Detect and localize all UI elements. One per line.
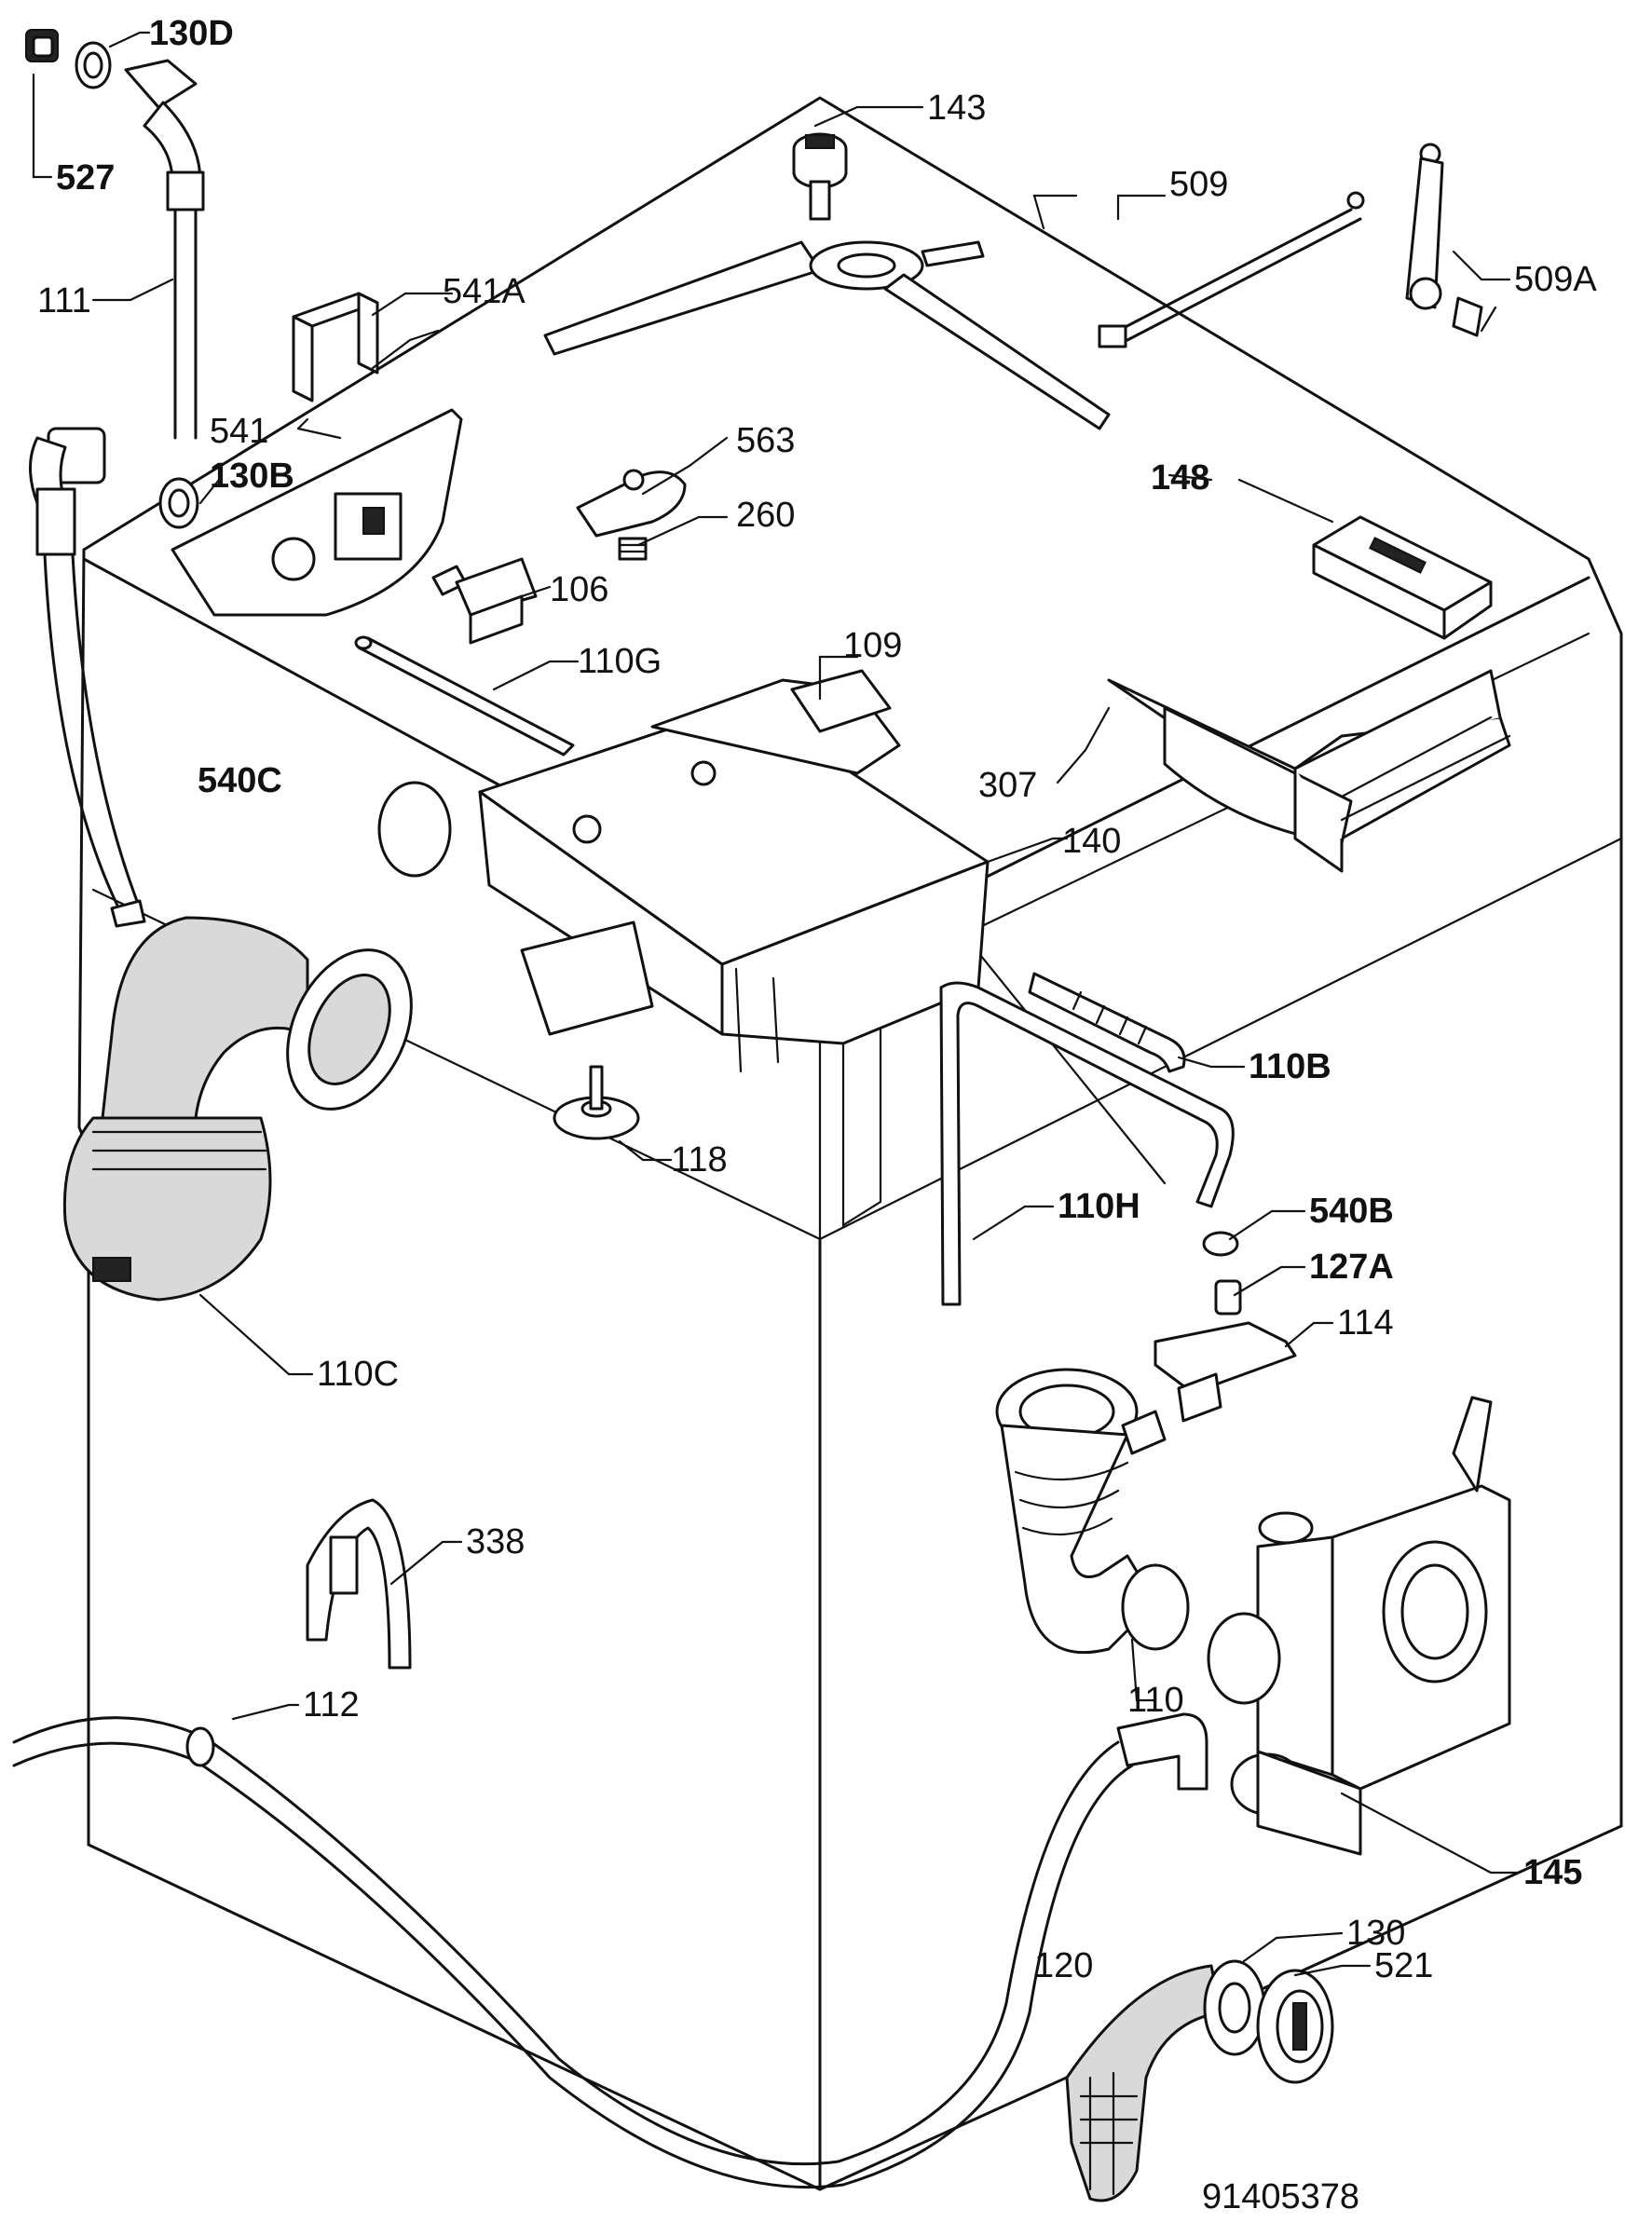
- label-110B: 110B: [1249, 1047, 1331, 1086]
- label-130B: 130B: [210, 457, 294, 496]
- part-110C-bellows: [62, 916, 413, 1302]
- part-509-rod: [1098, 191, 1365, 348]
- part-130B-washer: [158, 477, 199, 529]
- part-541-bracket: [171, 408, 463, 617]
- part-110G-hose: [354, 635, 575, 757]
- label-130D: 130D: [149, 14, 234, 53]
- part-127A-fitting: [1214, 1279, 1242, 1316]
- label-527: 527: [56, 158, 115, 198]
- part-114-sensor: [1154, 1321, 1297, 1423]
- label-114: 114: [1337, 1303, 1394, 1343]
- label-106: 106: [550, 570, 608, 609]
- part-130D-washer: [75, 41, 112, 89]
- part-130-seal: [1203, 1959, 1266, 2056]
- label-110G: 110G: [578, 642, 662, 681]
- label-540B: 540B: [1309, 1192, 1394, 1231]
- label-509: 509: [1169, 165, 1228, 204]
- label-338: 338: [466, 1522, 525, 1561]
- label-127A: 127A: [1309, 1248, 1394, 1287]
- part-509-lever: [543, 240, 1111, 430]
- part-110H-hose: [939, 981, 1235, 1306]
- part-118-impeller: [553, 1065, 640, 1140]
- part-110B-hose: [1028, 972, 1186, 1073]
- part-338-clip: [306, 1498, 412, 1670]
- part-106-switch: [431, 557, 538, 645]
- part-111-inlet-hose: [29, 59, 205, 928]
- label-120: 120: [1034, 1946, 1093, 1985]
- part-509A-lever: [1405, 143, 1483, 337]
- label-521: 521: [1374, 1946, 1433, 1985]
- label-143: 143: [927, 89, 986, 128]
- label-541: 541: [210, 412, 268, 451]
- label-563: 563: [736, 421, 795, 460]
- part-527-nut: [25, 29, 59, 62]
- part-563-cam: [576, 469, 687, 538]
- part-307-drawer: [1107, 669, 1511, 873]
- label-145: 145: [1523, 1853, 1582, 1892]
- part-521-cap: [1256, 1969, 1334, 2084]
- label-541A: 541A: [443, 272, 526, 311]
- part-labels: 527 130D 111 130B 541 541A 143 509 509A …: [37, 14, 1597, 1985]
- label-109: 109: [843, 626, 902, 665]
- drawing-number: 91405378: [1202, 2177, 1359, 2216]
- label-118: 118: [671, 1140, 728, 1179]
- label-110: 110: [1127, 1681, 1184, 1720]
- label-110C: 110C: [317, 1355, 399, 1394]
- label-140: 140: [1062, 822, 1121, 861]
- label-110H: 110H: [1058, 1187, 1140, 1226]
- part-112-drain-hose: [12, 1712, 1208, 2188]
- label-130: 130: [1346, 1914, 1405, 1953]
- part-120-filter: [1065, 1964, 1222, 2202]
- label-540C: 540C: [198, 761, 282, 800]
- label-112: 112: [303, 1685, 360, 1725]
- part-148-handle: [1312, 515, 1493, 640]
- part-109-140-dispenser-housing: [478, 669, 990, 1073]
- label-111: 111: [37, 281, 91, 320]
- part-540B-washer: [1202, 1231, 1239, 1257]
- label-148: 148: [1151, 458, 1209, 498]
- part-541A-clip: [292, 292, 379, 402]
- label-260: 260: [736, 496, 795, 535]
- part-260-spring: [618, 537, 648, 561]
- part-143-knob: [792, 132, 848, 221]
- part-540C-seal: [377, 781, 452, 878]
- label-509A: 509A: [1514, 260, 1597, 299]
- part-145-pump: [1207, 1396, 1511, 1856]
- label-307: 307: [978, 766, 1037, 805]
- part-110-drain-bellows: [995, 1368, 1190, 1655]
- cabinet-outline: [77, 96, 1623, 2191]
- leader-lines: [32, 31, 1521, 1977]
